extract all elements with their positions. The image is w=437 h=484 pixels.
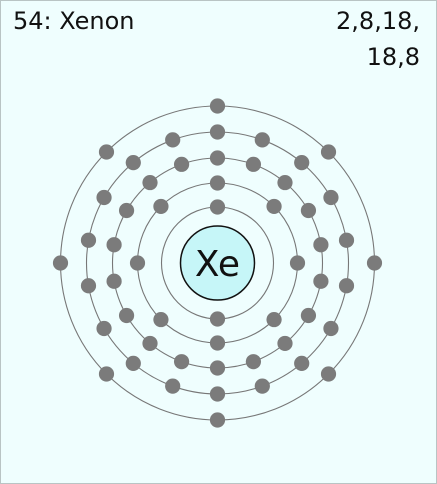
electron-shell-2-1	[209, 175, 226, 191]
electron-shell-4-7	[323, 320, 339, 337]
electron-shell-2-4	[266, 311, 282, 328]
electron-shell-4-10	[209, 386, 226, 402]
electron-shell-5-6	[98, 366, 115, 382]
configuration-line-2: 18,8	[366, 43, 420, 71]
nucleus	[179, 225, 256, 301]
electron-shell-3-16	[118, 202, 135, 219]
configuration-line-1: 2,8,18,	[336, 7, 420, 35]
electron-shell-4-14	[80, 278, 97, 294]
electron-configuration: 2,8,18, 18,8	[336, 3, 420, 75]
electron-shell-3-3	[277, 174, 293, 191]
electron-shell-3-12	[142, 335, 158, 352]
electron-shell-2-7	[129, 255, 146, 271]
electron-shell-2-6	[153, 311, 169, 328]
electron-shell-4-3	[294, 155, 310, 171]
electron-shell-2-8	[153, 198, 169, 215]
electron-shell-2-5	[209, 335, 226, 351]
electron-shell-4-13	[96, 320, 112, 337]
electron-shell-2-2	[266, 198, 282, 215]
electron-shell-3-17	[142, 174, 158, 191]
electron-shell-4-11	[165, 378, 181, 394]
electron-shell-1-2	[209, 311, 226, 327]
electron-shell-4-18	[165, 132, 181, 148]
electron-shell-2-3	[289, 255, 306, 271]
electron-shell-3-14	[106, 273, 122, 289]
electron-shell-4-5	[338, 232, 355, 248]
electron-shell-5-3	[366, 255, 383, 271]
electron-shell-4-17	[125, 155, 141, 171]
electron-shell-5-2	[320, 144, 337, 160]
electron-shell-5-1	[209, 98, 226, 114]
electron-shell-3-10	[209, 360, 226, 376]
electron-shell-5-4	[320, 366, 337, 382]
electron-shell-3-18	[173, 156, 190, 172]
electron-shell-3-15	[106, 237, 122, 253]
electron-shell-4-8	[294, 355, 310, 371]
electron-shell-3-9	[245, 354, 262, 370]
element-title: 54: Xenon	[13, 7, 135, 35]
electron-shell-4-4	[323, 189, 339, 206]
electron-shell-4-12	[125, 355, 141, 371]
electron-shell-3-8	[277, 335, 293, 352]
electron-shell-4-1	[209, 124, 226, 140]
electron-shell-3-5	[313, 237, 329, 253]
electron-shell-4-6	[338, 278, 355, 294]
electron-shell-5-8	[98, 144, 115, 160]
electron-shell-4-16	[96, 189, 112, 206]
electron-shell-4-2	[254, 132, 270, 148]
element-symbol: Xe	[195, 244, 240, 285]
electron-shell-3-13	[118, 307, 135, 324]
electron-shell-5-5	[209, 412, 226, 428]
electron-shell-3-6	[313, 273, 329, 289]
electron-shell-3-1	[209, 150, 226, 166]
electron-shell-4-9	[254, 378, 270, 394]
electron-shell-1-1	[209, 199, 226, 215]
electron-shell-3-4	[300, 202, 317, 219]
electron-shell-5-7	[52, 255, 69, 271]
electron-shell-3-11	[173, 354, 190, 370]
electron-shell-3-2	[245, 156, 262, 172]
electron-shell-3-7	[300, 307, 317, 324]
electron-shell-4-15	[80, 232, 97, 248]
